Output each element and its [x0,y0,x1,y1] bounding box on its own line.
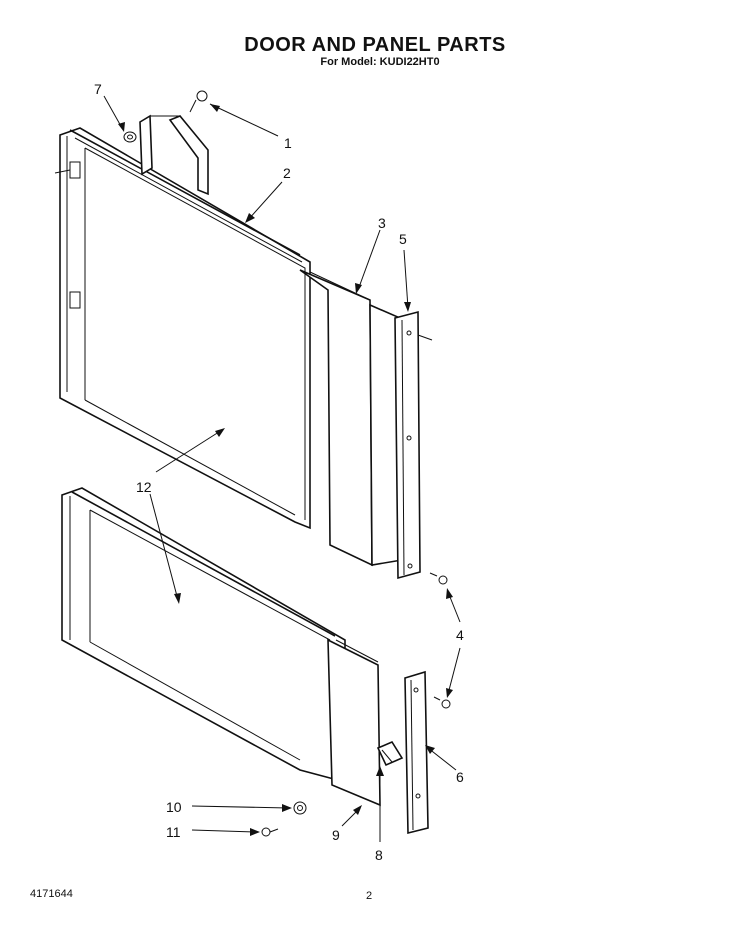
callout-8: 8 [375,847,383,863]
screw-4-lower [433,696,451,709]
page-number: 2 [366,890,373,902]
callout-2: 2 [283,165,291,181]
model-subtitle: For Model: KUDI22HT0 [320,56,440,68]
screw-4-upper [429,572,448,585]
screw-1 [189,90,208,113]
callout-10: 10 [166,799,182,815]
nut-10 [293,801,307,815]
leader-lines [103,95,461,842]
right-trim-5 [394,310,433,580]
grommet-7 [123,131,137,143]
lower-inner-panel-9 [327,638,381,807]
document-number: 4171644 [30,888,73,900]
upper-outer-door-panel [54,127,311,530]
lower-bracket-8 [376,740,404,767]
right-trim-6 [404,670,429,835]
upper-bracket-1 [139,114,209,196]
callout-9: 9 [332,827,340,843]
upper-inner-panel-3 [299,269,373,567]
page-title: DOOR AND PANEL PARTS [244,34,506,56]
callout-11: 11 [166,824,181,840]
callout-4: 4 [456,627,464,643]
screw-11 [261,827,279,837]
callout-3: 3 [378,215,386,231]
callout-6: 6 [456,769,464,785]
callout-12: 12 [136,479,152,495]
lower-outer-door-panel [61,487,346,784]
callout-5: 5 [399,231,407,247]
callout-1: 1 [284,135,292,151]
callout-7: 7 [94,81,102,97]
